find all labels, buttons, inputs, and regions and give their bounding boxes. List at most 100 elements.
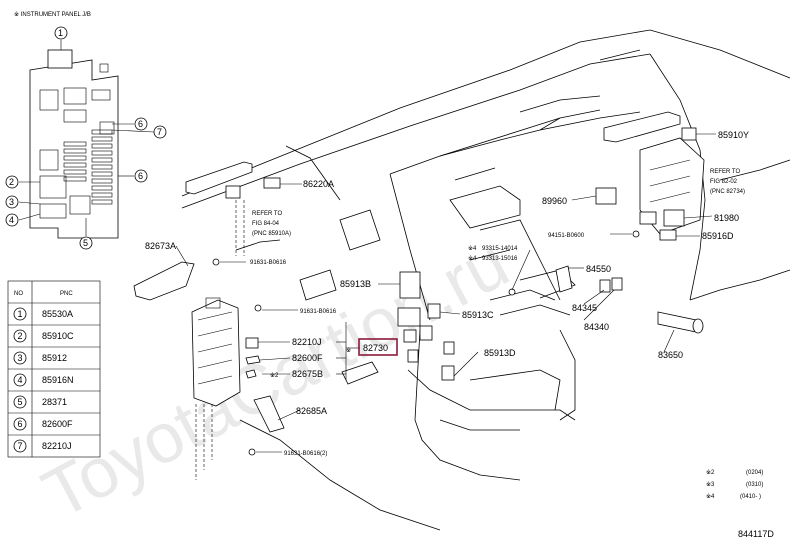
- footnote-text: (0410- ): [740, 494, 761, 500]
- fuse-slot: [91, 129, 113, 135]
- header-note: ※ INSTRUMENT PANEL J/B: [14, 11, 91, 18]
- callout-label: 1: [58, 28, 63, 38]
- marker-82730: ※: [346, 347, 351, 354]
- refer-note-right: REFER TO FIG 82-02 (PNC 82734): [710, 169, 745, 195]
- fuse-slot: [91, 150, 113, 156]
- table-row-no: 6: [18, 419, 23, 429]
- marker-93313: ※4: [468, 255, 477, 262]
- callout-label: 6: [138, 119, 143, 129]
- footnotes: ※2 (0204) ※3 (0310) ※4 (0410- ): [706, 469, 763, 500]
- table-row-callout: [13, 439, 27, 453]
- fuse-slot: [91, 178, 113, 184]
- callout-label: 3: [9, 197, 14, 207]
- table-row-pnc: 85912: [42, 353, 67, 363]
- svg-text:REFER TO: REFER TO: [252, 211, 282, 217]
- table-row-no: 7: [18, 441, 23, 451]
- callout-label: 6: [138, 171, 143, 181]
- part-91631-b0616-2: 91631-B0616(2): [284, 451, 327, 457]
- part-82210J: 82210J: [292, 337, 322, 347]
- fuse-slot: [91, 136, 113, 142]
- marker-82675B: ※2: [270, 372, 279, 379]
- part-94151-b0600: 94151-B0600: [548, 233, 585, 239]
- part-86220A: 86220A: [303, 179, 334, 189]
- dashboard-outline: [181, 29, 791, 531]
- fuse-slot: [91, 192, 113, 198]
- fuse-slot: [91, 157, 113, 163]
- fuse-slot: [63, 148, 87, 154]
- refer-note-left: REFER TO FIG 84-04 (PNC 85910A): [252, 211, 291, 237]
- table-row-pnc: 85910C: [42, 331, 74, 341]
- table-row-no: 5: [18, 397, 23, 407]
- component-shapes: [133, 111, 705, 433]
- part-84340: 84340: [584, 322, 609, 332]
- highlight-box-82730[interactable]: [358, 338, 398, 356]
- svg-text:(PNC 85910A): (PNC 85910A): [252, 231, 291, 237]
- inset-callouts: 1 6 7 6 2 3 4 5: [5, 26, 167, 250]
- table-header-no: NO: [14, 291, 23, 297]
- callout-label: 7: [157, 127, 162, 137]
- table-row-no: 4: [18, 375, 23, 385]
- fuse-slot: [63, 169, 87, 175]
- table-row-no: 3: [18, 353, 23, 363]
- part-85913D: 85913D: [484, 348, 516, 358]
- part-85910Y: 85910Y: [718, 130, 749, 140]
- part-82673A: 82673A: [145, 241, 176, 251]
- fuse-slot: [91, 143, 113, 149]
- callout-label: 5: [83, 238, 88, 248]
- callout-circle: [79, 236, 93, 250]
- part-85913B: 85913B: [340, 279, 371, 289]
- table-row-callout: [13, 329, 27, 343]
- fuse-slot: [63, 141, 87, 147]
- svg-text:FIG 82-02: FIG 82-02: [710, 179, 738, 185]
- footnote-mark: ※2: [706, 469, 715, 476]
- table-row-pnc: 82600F: [42, 419, 73, 429]
- callout-circle: [153, 125, 167, 139]
- fuse-slot: [63, 162, 87, 168]
- footnote-text: (0310): [746, 482, 763, 488]
- table-row-pnc: 82210J: [42, 441, 72, 451]
- table-row-callout: [13, 417, 27, 431]
- callout-circle: [5, 175, 19, 189]
- callout-circle: [5, 213, 19, 227]
- callout-circle: [5, 195, 19, 209]
- part-labels: 86220A 82673A 91631-B0616 91631-B0616 82…: [145, 130, 749, 457]
- table-row-pnc: 85916N: [42, 375, 74, 385]
- svg-text:(PNC 82734): (PNC 82734): [710, 189, 745, 195]
- fuse-slot: [91, 185, 113, 191]
- fuse-slot: [91, 164, 113, 170]
- footnote-mark: ※3: [706, 481, 715, 488]
- fuse-slot: [91, 171, 113, 177]
- fuse-slot: [63, 155, 87, 161]
- footnote-mark: ※4: [706, 493, 715, 500]
- svg-text:REFER TO: REFER TO: [710, 169, 740, 175]
- part-82675B: 82675B: [292, 369, 323, 379]
- leader-lines: [175, 133, 716, 480]
- table-header-pnc: PNC: [60, 291, 73, 297]
- part-93315-14014: 93315-14014: [482, 246, 518, 252]
- table-row-callout: [13, 395, 27, 409]
- part-85916D: 85916D: [702, 231, 734, 241]
- fuse-slot: [63, 176, 87, 182]
- callout-circle: [134, 117, 148, 131]
- marker-93315: ※4: [468, 245, 477, 252]
- table-row-no: 2: [18, 331, 23, 341]
- part-91631-b0616: 91631-B0616: [300, 309, 337, 315]
- part-82600F: 82600F: [292, 353, 323, 363]
- fuse-slot: [91, 199, 113, 205]
- part-83650: 83650: [658, 350, 683, 360]
- screws: [212, 230, 640, 456]
- part-84550: 84550: [586, 264, 611, 274]
- callout-label: 2: [9, 177, 14, 187]
- figure-code: 844117D: [738, 529, 774, 539]
- part-82730[interactable]: 82730: [363, 343, 388, 353]
- table-row-no: 1: [18, 309, 23, 319]
- part-89960: 89960: [542, 196, 567, 206]
- callout-circle: [134, 169, 148, 183]
- table-row-pnc: 85530A: [42, 309, 73, 319]
- part-81980: 81980: [714, 213, 739, 223]
- part-85913C: 85913C: [462, 310, 494, 320]
- part-82685A: 82685A: [296, 406, 327, 416]
